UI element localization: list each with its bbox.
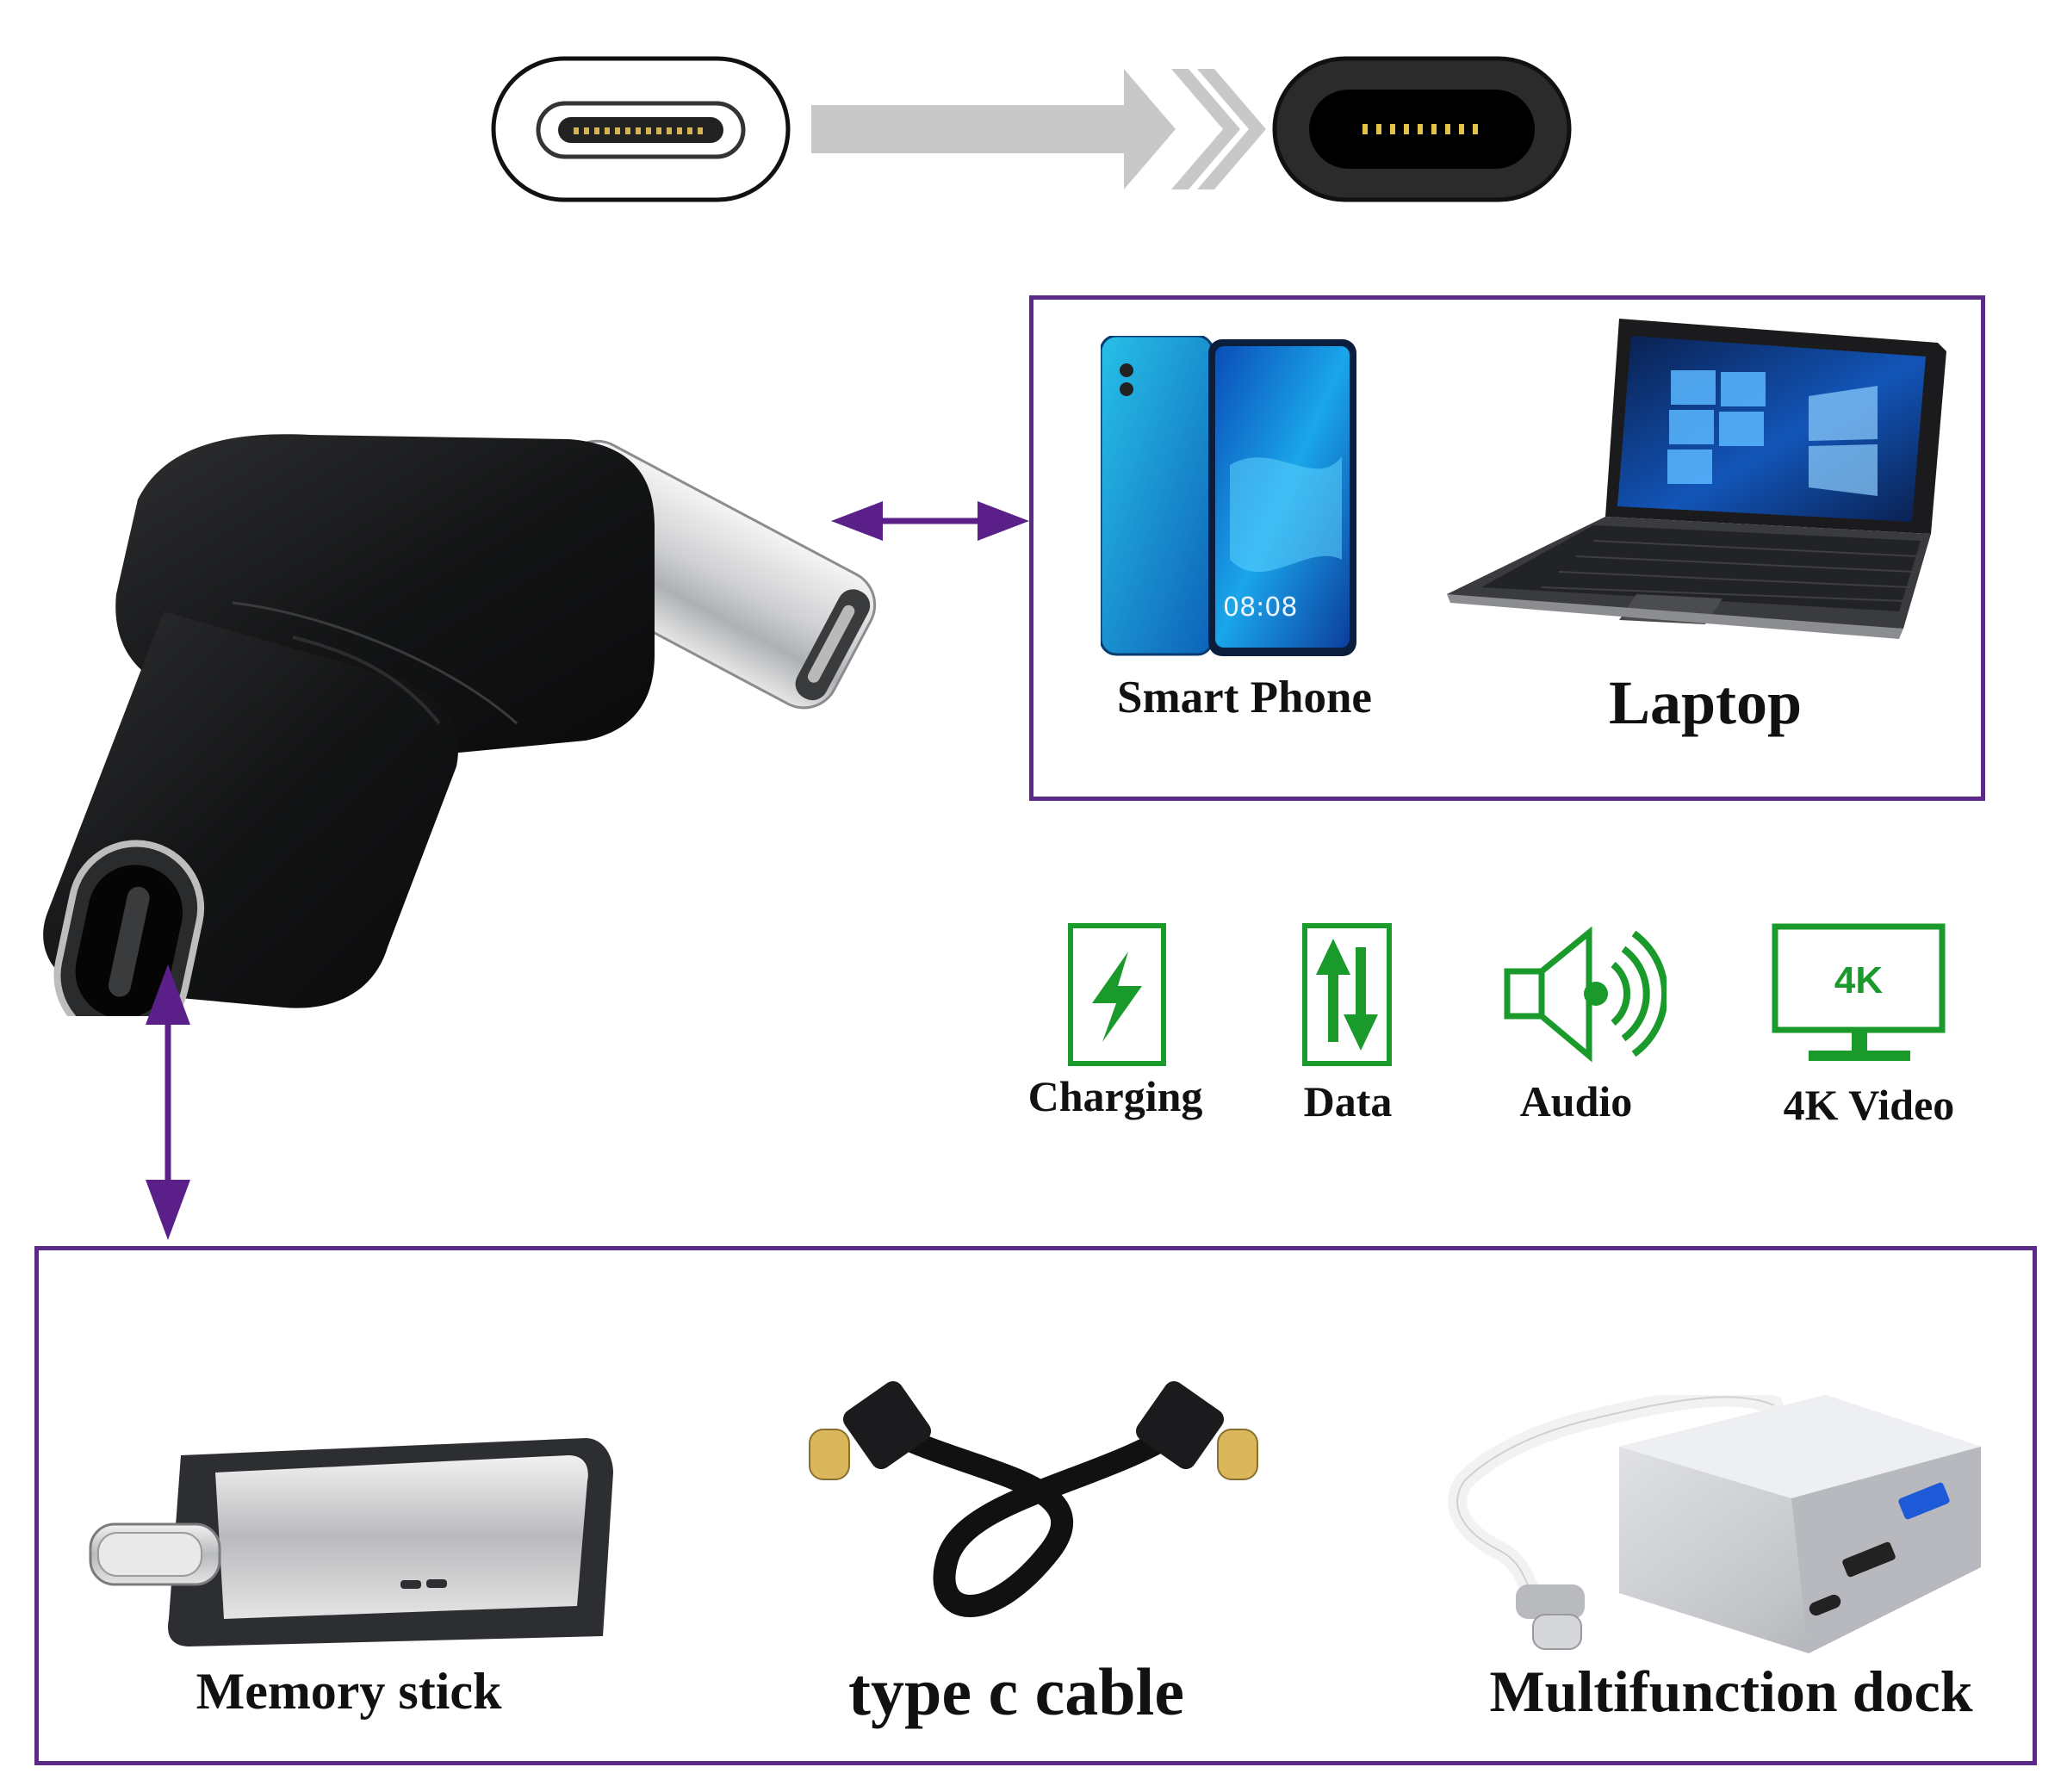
memory-stick-image bbox=[86, 1421, 620, 1653]
black-port-icon bbox=[1272, 56, 1572, 202]
multifunction-dock-label: Multifunction dock bbox=[1489, 1659, 1973, 1724]
video-badge-text: 4K bbox=[1834, 959, 1883, 1001]
white-port-icon bbox=[491, 56, 791, 202]
memory-stick-label: Memory stick bbox=[196, 1663, 502, 1720]
type-c-cable-image bbox=[792, 1352, 1275, 1653]
video-label: 4K Video bbox=[1783, 1081, 1955, 1129]
charging-icon bbox=[1066, 921, 1170, 1068]
audio-icon bbox=[1503, 920, 1667, 1066]
horizontal-connection-arrow bbox=[831, 499, 1029, 543]
phone-clock-text: 08:08 bbox=[1223, 592, 1297, 623]
laptop-label: Laptop bbox=[1608, 668, 1803, 737]
laptop-image bbox=[1447, 319, 1946, 663]
vertical-connection-arrow bbox=[142, 964, 194, 1240]
data-label: Data bbox=[1303, 1077, 1393, 1125]
type-c-cable-label: type c cable bbox=[848, 1654, 1184, 1729]
flow-arrow-icon bbox=[811, 69, 1266, 189]
host-devices-box bbox=[1029, 295, 1985, 801]
audio-label: Audio bbox=[1519, 1077, 1633, 1125]
multifunction-dock-image bbox=[1412, 1395, 1998, 1671]
smart-phone-image: 08:08 bbox=[1101, 336, 1359, 659]
charging-label: Charging bbox=[1027, 1072, 1203, 1120]
smart-phone-label: Smart Phone bbox=[1117, 673, 1372, 722]
peripheral-devices-box bbox=[34, 1246, 2037, 1765]
right-angle-usb-c-adapter bbox=[34, 396, 947, 1016]
video-icon: 4K bbox=[1770, 921, 1951, 1068]
port-conversion-row bbox=[491, 52, 1585, 207]
data-icon bbox=[1300, 921, 1395, 1068]
